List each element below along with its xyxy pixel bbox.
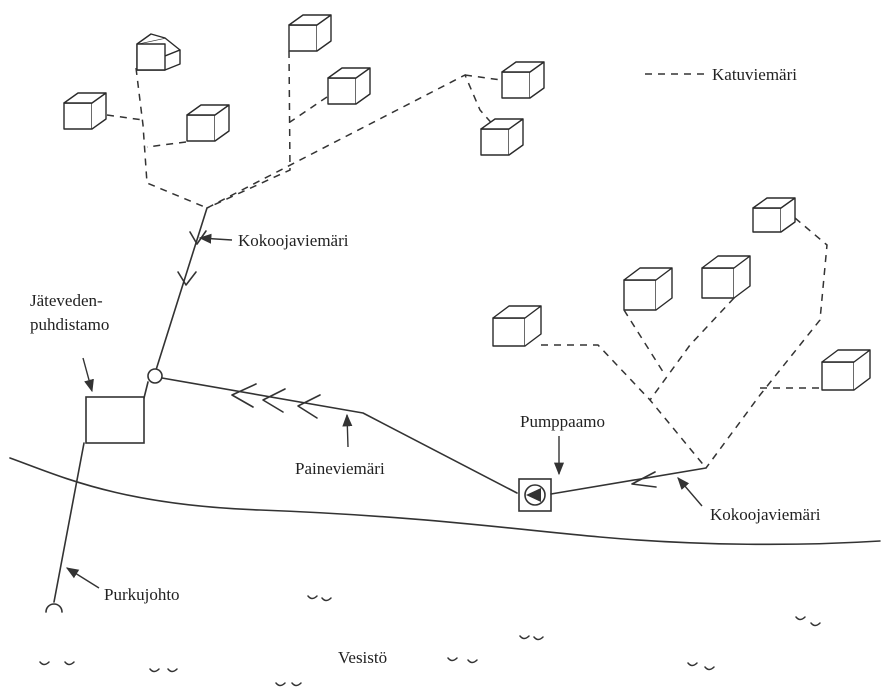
- house-top-left-4: [186, 104, 230, 142]
- house-right-4: [492, 305, 542, 347]
- collector-sewer-top-line: [155, 207, 208, 371]
- shoreline: [9, 457, 881, 546]
- house-top-right-1: [501, 61, 545, 99]
- pointer-collector-bottom: [677, 477, 703, 507]
- pointer-pressure-sewer: [342, 413, 353, 448]
- pumping-station-symbol: [518, 478, 552, 512]
- water-body-label: Vesistö: [338, 648, 387, 667]
- legend-street-sewer-label: Katuviemäri: [712, 65, 797, 84]
- house-right-1: [752, 197, 796, 233]
- outfall-label: Purkujohto: [104, 585, 180, 604]
- house-right-5: [821, 349, 871, 391]
- treatment-plant-label-line1: Jäteveden-: [30, 291, 103, 310]
- junction-node: [147, 368, 163, 384]
- house-top-left-3: [63, 92, 107, 130]
- pumping-station-label: Pumppaamo: [520, 412, 605, 431]
- house-top-left-1: [136, 33, 181, 71]
- pointer-collector-top: [198, 233, 233, 244]
- treatment-plant-box: [85, 396, 145, 444]
- house-right-2: [623, 267, 673, 311]
- pointer-outfall: [65, 567, 100, 589]
- house-top-right-2: [480, 118, 524, 156]
- pressure-sewer-label: Paineviemäri: [295, 459, 385, 478]
- pointer-treatment-plant: [82, 357, 94, 393]
- pressure-sewer-line: [161, 377, 518, 494]
- water-waves: [39, 595, 821, 687]
- collector-sewer-bottom-label: Kokoojaviemäri: [710, 505, 821, 524]
- house-top-left-5: [327, 67, 371, 105]
- street-sewer-top-network: [106, 50, 502, 209]
- collector-sewer-bottom-line: [550, 467, 707, 495]
- treatment-plant-label-line2: puhdistamo: [30, 315, 109, 334]
- house-right-3: [701, 255, 751, 299]
- house-top-left-2: [288, 14, 332, 52]
- street-sewer-right-network: [541, 217, 828, 469]
- outfall-pipe: [45, 442, 85, 613]
- collector-sewer-top-label: Kokoojaviemäri: [238, 231, 349, 250]
